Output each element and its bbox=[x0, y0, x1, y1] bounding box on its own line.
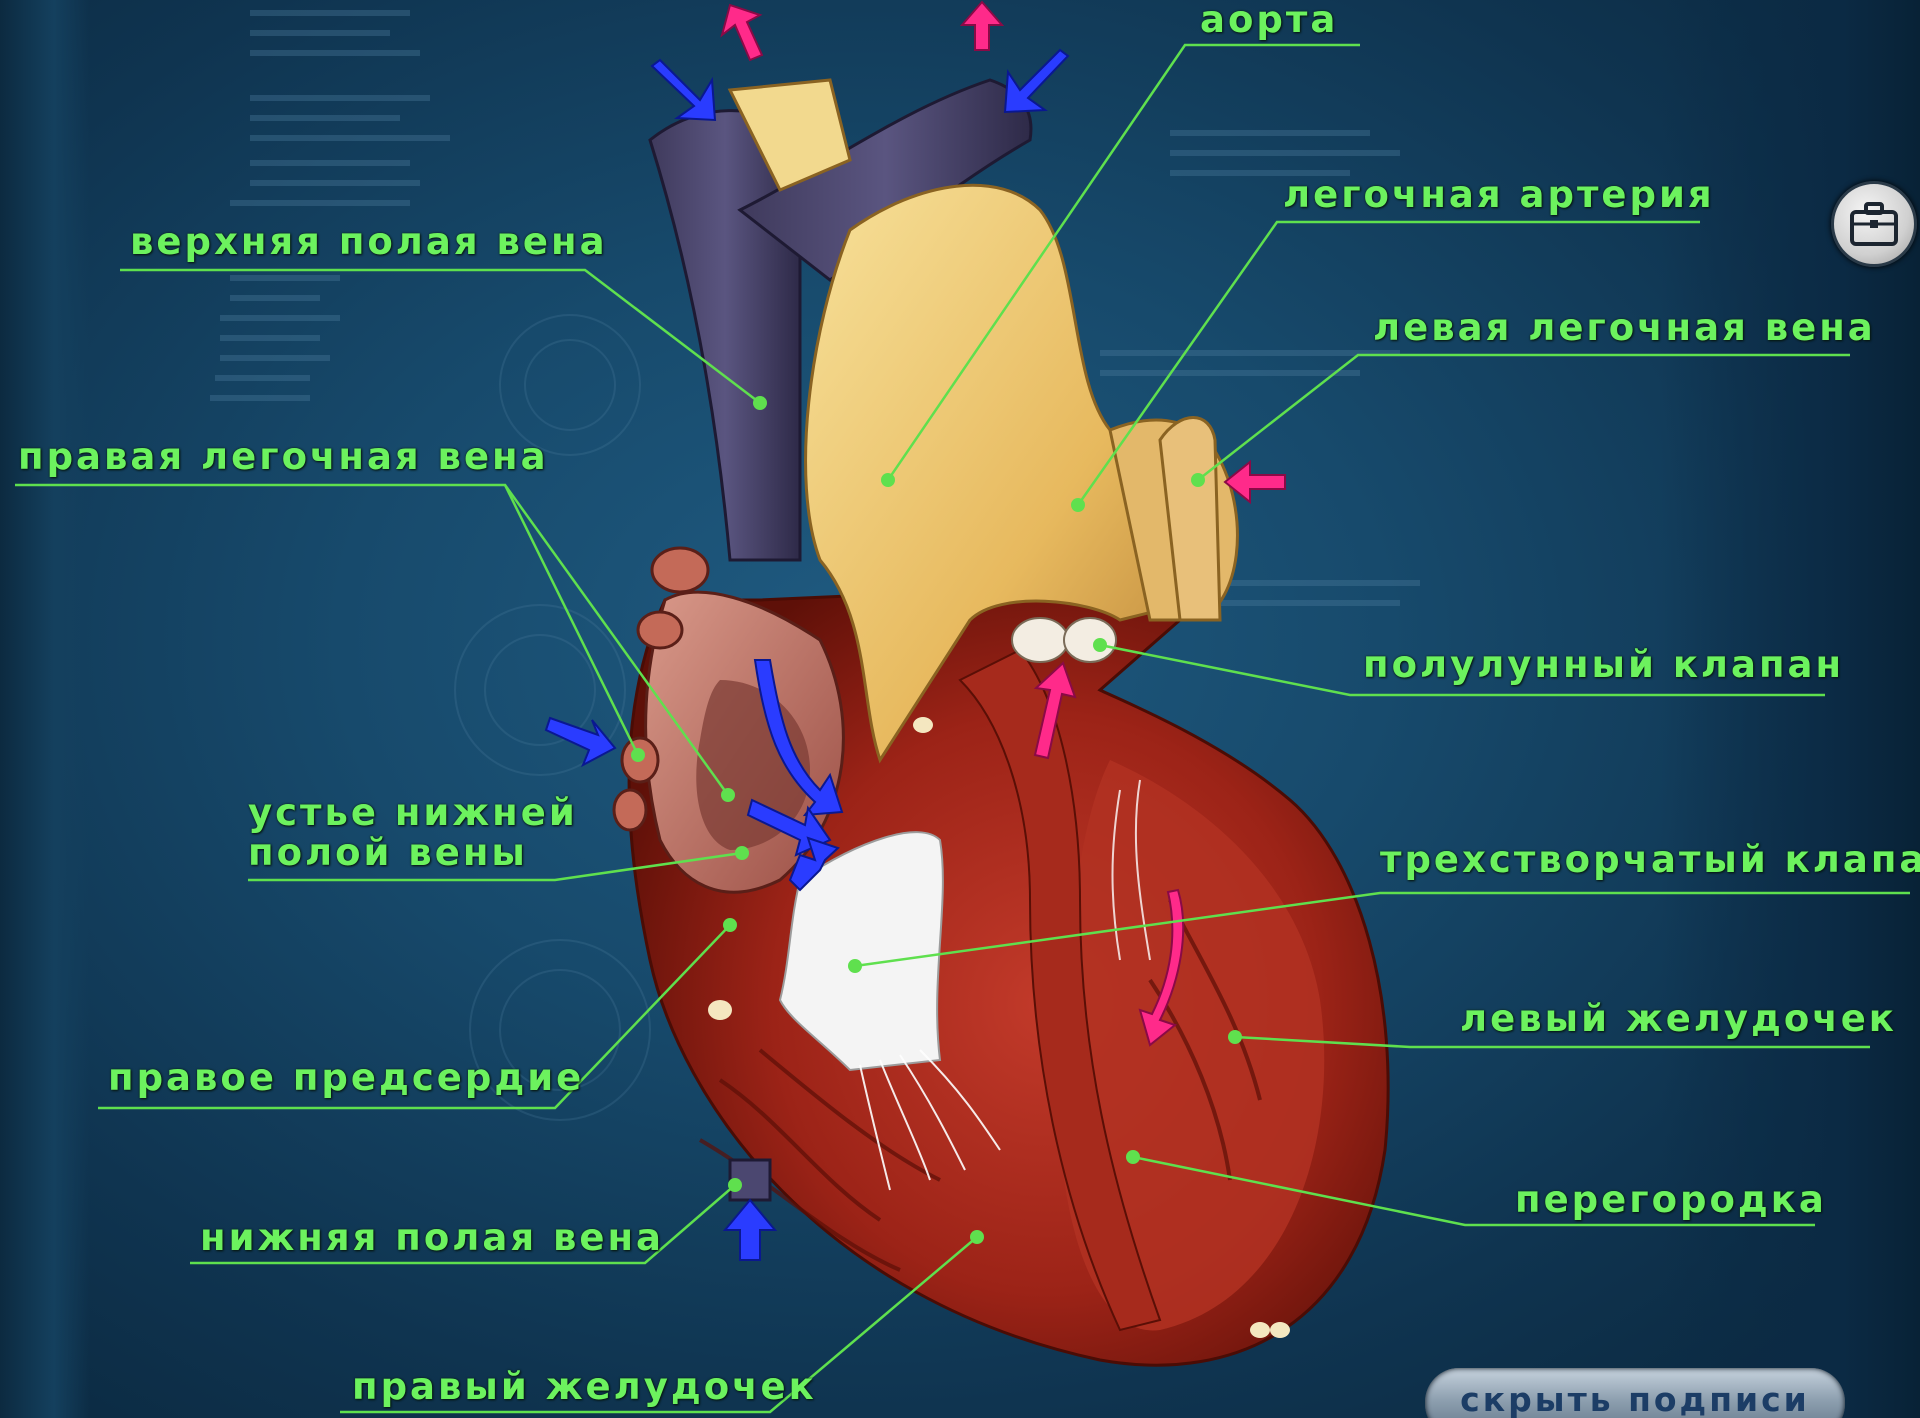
pulmonary-artery-leader bbox=[1078, 222, 1700, 505]
label-semilunar-valve: полулунный клапан bbox=[1363, 645, 1844, 685]
label-pulmonary-artery: легочная артерия bbox=[1283, 175, 1715, 215]
label-ivc-orifice-line2: полой вены bbox=[248, 833, 578, 873]
hide-labels-button[interactable]: скрыть подписи bbox=[1425, 1368, 1845, 1418]
label-ivc-orifice-line1: устье нижней bbox=[248, 793, 578, 833]
label-inferior-vena-cava: нижняя полая вена bbox=[200, 1218, 664, 1258]
superior-vena-cava-leader bbox=[120, 270, 760, 403]
label-superior-vena-cava: верхняя полая вена bbox=[130, 222, 608, 262]
label-right-atrium: правое предсердие bbox=[108, 1058, 584, 1098]
label-right-ventricle: правый желудочек bbox=[352, 1367, 817, 1407]
tricuspid-valve-leader bbox=[855, 893, 1910, 966]
label-left-ventricle: левый желудочек bbox=[1460, 999, 1897, 1039]
label-septum: перегородка bbox=[1515, 1180, 1827, 1220]
label-tricuspid-valve: трехстворчатый клапан bbox=[1380, 840, 1920, 880]
label-left-pulmonary-vein: левая легочная вена bbox=[1373, 308, 1876, 348]
label-ivc-orifice: устье нижней полой вены bbox=[248, 793, 578, 873]
left-pulmonary-vein-leader bbox=[1198, 355, 1850, 480]
label-right-pulmonary-vein: правая легочная вена bbox=[18, 437, 549, 477]
right-pulmonary-vein-leader-2 bbox=[505, 485, 728, 795]
toolkit-button[interactable] bbox=[1831, 181, 1917, 267]
right-pulmonary-vein-leader-1 bbox=[15, 485, 638, 755]
briefcase-icon bbox=[1844, 194, 1904, 254]
label-aorta: аорта bbox=[1200, 0, 1338, 40]
aorta-leader bbox=[888, 45, 1360, 480]
